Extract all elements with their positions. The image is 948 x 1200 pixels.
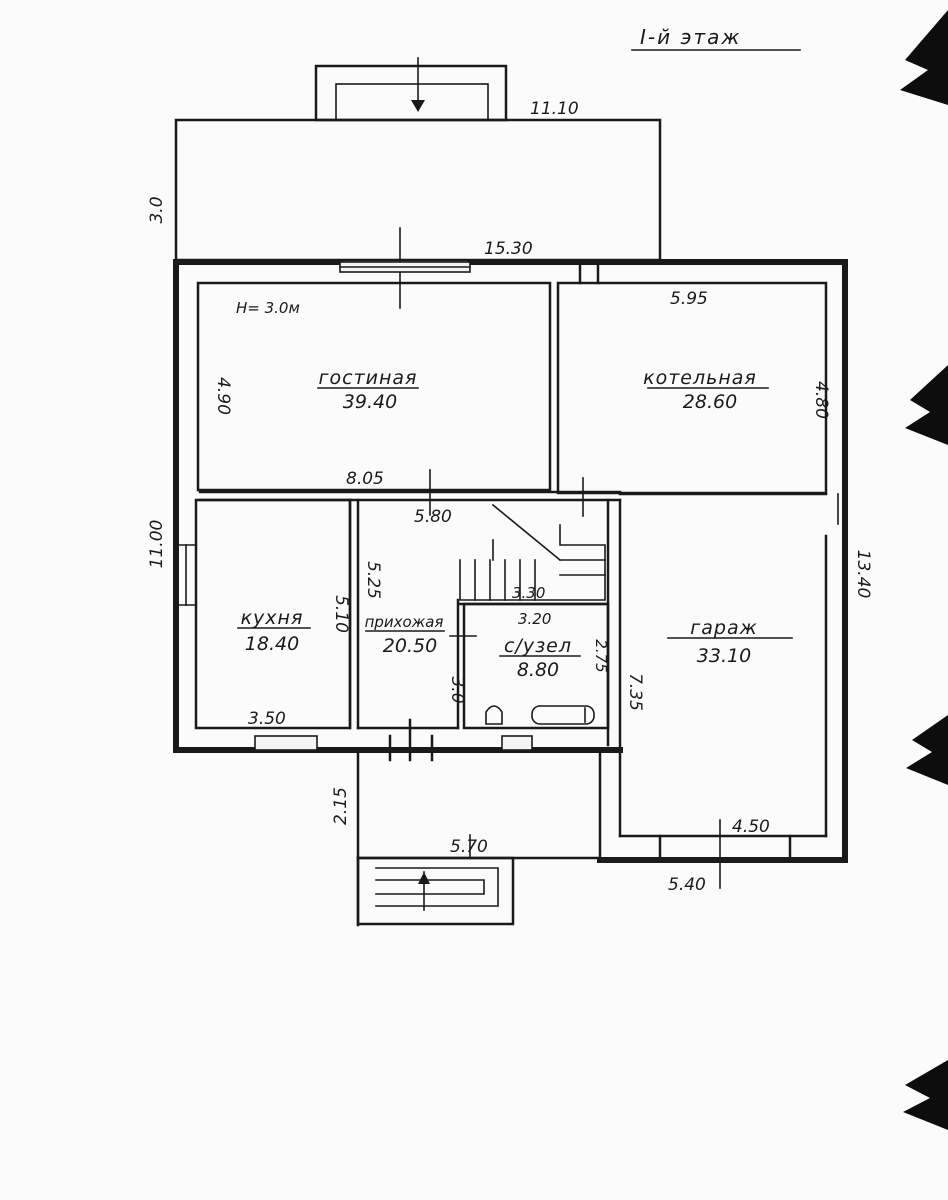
dim-overall-width: 15.30	[484, 239, 533, 259]
room-area-kitchen: 18.40	[245, 633, 299, 655]
top-entrance-steps	[314, 57, 508, 122]
room-name-garage: гараж	[690, 617, 757, 639]
dim-left-overall: 11.00	[147, 520, 167, 569]
dim-porch-width: 5.70	[450, 837, 488, 857]
room-labels: H= 3.0м гостиная 39.40 котельная 28.60 к…	[236, 299, 793, 681]
room-area-living: 39.40	[343, 391, 397, 413]
room-name-hall: прихожая	[365, 613, 444, 631]
garage-bottom-marks	[429, 469, 839, 889]
dim-hall-top: 5.80	[414, 507, 452, 527]
interior-walls	[175, 260, 828, 838]
top-terrace	[174, 118, 662, 309]
dimension-labels: 11.10 3.0 15.30 5.95 4.80 4.90 8.05 5.80…	[147, 99, 873, 895]
dim-boiler-depth: 4.80	[811, 381, 831, 419]
room-name-kitchen: кухня	[241, 607, 304, 629]
dim-living-width: 8.05	[346, 469, 384, 489]
porch	[356, 748, 602, 927]
bottom-windows	[254, 718, 533, 762]
dim-garage-depth: 7.35	[625, 673, 645, 711]
room-name-bath: с/узел	[504, 635, 572, 657]
room-area-boiler: 28.60	[683, 391, 737, 413]
dim-boiler-width: 5.95	[670, 289, 708, 309]
dim-stair-top: 3.30	[512, 584, 545, 602]
window-living-top	[339, 261, 471, 273]
dim-kitchen-depth-right: 5.10	[331, 595, 351, 633]
dim-kitchen-width: 3.50	[248, 709, 286, 729]
dim-top-terrace-depth: 3.0	[147, 196, 167, 223]
scan-artifacts	[900, 10, 948, 1130]
exterior-walls	[173, 259, 848, 863]
height-note: H= 3.0м	[236, 299, 300, 317]
floor-title: I-й этаж	[640, 25, 741, 49]
room-area-hall: 20.50	[383, 635, 437, 657]
room-area-garage: 33.10	[697, 645, 751, 667]
room-name-living: гостиная	[319, 367, 418, 389]
dim-bath-depth-left: 3.0	[447, 676, 467, 703]
dim-bath-depth-right: 2.75	[592, 639, 610, 672]
room-name-boiler: котельная	[643, 367, 757, 389]
dim-garage-inner-width: 4.50	[732, 817, 770, 837]
dim-top-terrace-width: 11.10	[530, 99, 579, 119]
room-area-bath: 8.80	[517, 659, 559, 681]
dim-living-depth: 4.90	[213, 377, 233, 415]
dim-bath-width: 3.20	[518, 610, 551, 628]
dim-garage-outer-width: 5.40	[668, 875, 706, 895]
dim-hall-depth: 5.25	[363, 561, 383, 599]
dim-porch-depth: 2.15	[331, 787, 351, 825]
staircase	[459, 503, 606, 601]
bathroom-fixtures	[485, 705, 595, 725]
dim-right-overall: 13.40	[853, 550, 873, 599]
floor-title-group: I-й этаж	[631, 25, 801, 51]
